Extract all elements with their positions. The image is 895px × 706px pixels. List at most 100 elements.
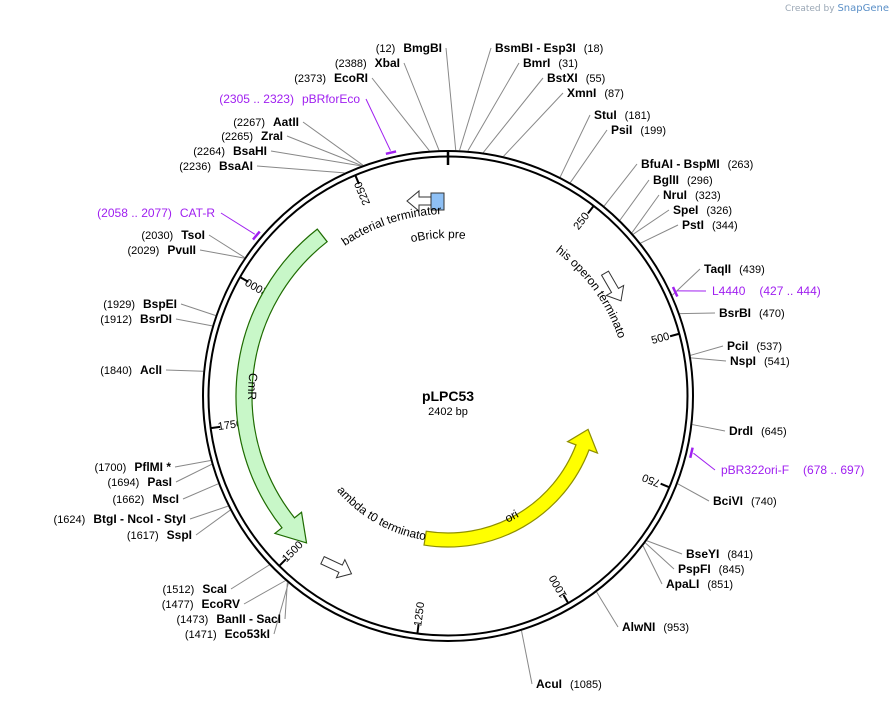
primer-leader-line [693,452,716,471]
terminator-markers [320,189,625,579]
enzyme-label: (1840)AclI [100,363,162,377]
enzyme-leader-line [521,630,533,685]
enzyme-leader-line [482,77,544,153]
enzyme-label: (1473)BanII - SacI [177,612,281,626]
enzyme-leader-line [208,234,245,258]
enzyme-leader-line [672,268,701,296]
enzyme-label: (1929)BspEI [103,297,177,311]
enzyme-label: AlwNI(953) [622,620,689,634]
primer-pbrforeco: (2305 .. 2323)pBRforEco [219,92,360,106]
enzyme-site-bfuai-bspmi: BfuAI - BspMI(263) [641,157,753,171]
enzyme-site-stui: StuI(181) [594,108,650,122]
enzyme-site-msci: (1662)MscI [113,492,179,506]
tick-mark [354,174,360,185]
enzyme-label: (2264)BsaHI [193,144,267,158]
enzyme-label: (1477)EcoRV [162,597,240,611]
enzyme-leader-line [690,345,724,356]
enzyme-label: (1700)PflMI * [95,460,172,474]
enzyme-leader-line [569,129,608,183]
tick-mark [669,332,680,338]
enzyme-leader-line [690,357,727,362]
tick-label: 1750 [217,418,243,433]
enzyme-leader-line [596,591,619,628]
enzyme-label: (2388)XbaI [335,56,400,70]
enzyme-label: PspFI(845) [678,562,744,576]
ori-feature-arrow [423,428,599,548]
tick-label: 500 [650,331,671,347]
enzyme-site-btgi-ncoi-styi: (1624)BtgI - NcoI - StyI [54,512,186,526]
plasmid-center-title: pLPC53 2402 bp [422,388,474,418]
primer-mark [252,230,261,241]
tick-mark [562,594,570,604]
enzyme-label: (2265)ZraI [221,129,283,143]
tick-mark [278,558,287,567]
tick-label: 2250 [352,180,373,207]
tick-label: 1250 [412,601,427,627]
enzyme-site-taqii: TaqII(439) [704,262,765,276]
enzyme-label: StuI(181) [594,108,650,122]
primer-cat-r: (2058 .. 2077)CAT-R [97,206,215,220]
plasmid-length: 2402 bp [428,406,468,418]
enzyme-site-bsrbi: BsrBI(470) [719,306,785,320]
primer-mark [385,150,397,156]
enzyme-site-bsahi: (2264)BsaHI [193,144,267,158]
enzyme-site-pflmi: (1700)PflMI * [95,460,172,474]
enzyme-leader-line [371,77,430,152]
enzyme-site-psii: PsiI(199) [611,123,666,137]
enzyme-label: (1624)BtgI - NcoI - StyI [54,512,186,526]
enzyme-site-psti: PstI(344) [682,218,738,232]
enzyme-leader-line [677,483,710,502]
enzyme-leader-line [180,303,216,316]
enzyme-leader-line [174,460,211,468]
enzyme-leader-line [632,209,670,235]
tick-mark [587,205,595,215]
enzyme-leader-line [302,121,364,166]
enzyme-leader-line [243,580,286,605]
enzyme-leader-line [559,114,591,178]
enzyme-leader-line [645,542,675,570]
enzyme-leader-line [403,62,440,151]
enzyme-label: PciI(537) [727,339,782,353]
enzyme-leader-line [619,179,650,221]
tick-label: 1000 [547,573,570,600]
tick-label: 1500 [280,539,306,565]
enzyme-label: (2267)AatII [233,115,299,129]
enzyme-label: BciVI(740) [713,494,777,508]
enzyme-label: (1912)BsrDI [100,312,172,326]
enzyme-site-banii-saci: (1473)BanII - SacI [177,612,281,626]
enzyme-leader-line [270,150,362,167]
enzyme-label: DrdI(645) [729,424,787,438]
biobrick-prefix-marker [430,192,445,211]
enzyme-site-bsaai: (2236)BsaAI [179,159,253,173]
enzyme-leader-line [273,583,289,635]
primer-l4440: L4440(427 .. 444) [712,284,821,298]
snapgene-logo-text: SnapGene [837,3,889,14]
enzyme-site-aatii: (2267)AatII [233,115,299,129]
enzyme-site-bcivi: BciVI(740) [713,494,777,508]
enzyme-site-acui: AcuI(1085) [536,677,602,691]
enzyme-label: (2373)EcoRI [294,71,368,85]
enzyme-site-zrai: (2265)ZraI [221,129,283,143]
enzyme-label: (1471)Eco53kI [185,627,270,641]
enzyme-site-xbai: (2388)XbaI [335,56,400,70]
enzyme-label: PsiI(199) [611,123,666,137]
plasmid-name: pLPC53 [422,388,474,404]
enzyme-site-pcii: PciI(537) [727,339,782,353]
enzyme-site-bspei: (1929)BspEI [103,297,177,311]
primer-pbr322ori-f: pBR322ori-F(678 .. 697) [721,463,864,477]
enzyme-site-acli: (1840)AclI [100,363,162,377]
enzyme-label: BfuAI - BspMI(263) [641,157,753,171]
enzyme-label: TaqII(439) [704,262,765,276]
enzyme-label: (1694)PasI [108,475,172,489]
enzyme-site-pvuii: (2029)PvuII [128,243,196,257]
enzyme-leader-line [195,509,231,536]
his-operon-terminator-arrow [600,270,625,302]
enzyme-site-pspfi: PspFI(845) [678,562,744,576]
enzyme-label: BsmBI - Esp3I(18) [495,41,603,55]
credit-prefix: Created by [785,4,835,14]
enzyme-leader-line [286,135,362,167]
enzyme-site-apali: ApaLI(851) [666,577,733,591]
enzyme-label: (2236)BsaAI [179,159,253,173]
enzyme-site-scai: (1512)ScaI [163,582,227,596]
